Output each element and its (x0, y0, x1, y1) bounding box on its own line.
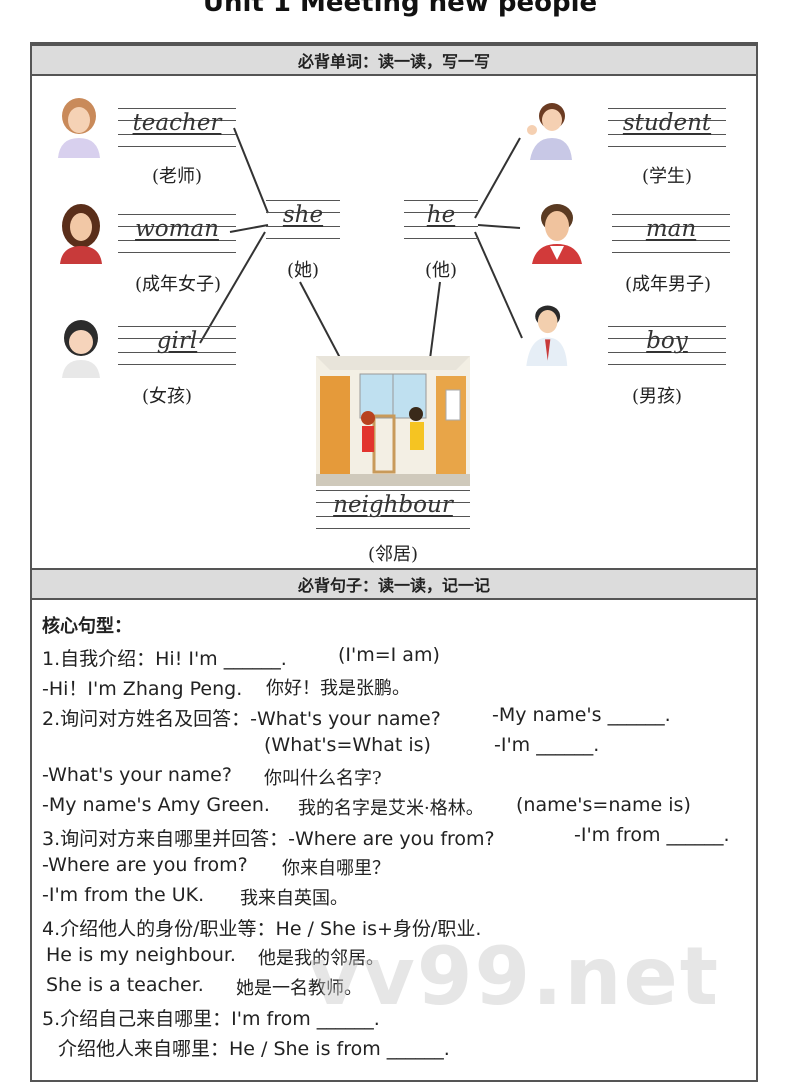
vocab-woman: woman (118, 214, 236, 253)
page-title: Unit 1 Meeting new people (202, 0, 598, 18)
vocab-word: he (426, 202, 456, 228)
sentence-line: 2.询问对方姓名及回答：-What's your name? (42, 708, 441, 730)
sentence-line: He is my neighbour. (46, 944, 236, 966)
woman-picture (60, 204, 102, 264)
vocab-she: she (266, 200, 340, 239)
vocab-word: she (282, 202, 324, 228)
vocab-translation: (邻居) (367, 544, 419, 565)
vocab-teacher: teacher (118, 108, 236, 147)
sentence-line: -My name's ______. (492, 704, 671, 726)
student-picture (527, 103, 572, 160)
core-patterns-heading: 核心句型： (42, 616, 132, 637)
vocab-he: he (404, 200, 478, 239)
vocab-translation: (她) (286, 260, 320, 281)
sentence-line: 介绍他人来自哪里：He / She is from ______. (58, 1038, 450, 1060)
sentence-line: -I'm from the UK. (42, 884, 205, 906)
vocab-man: man (612, 214, 730, 253)
teacher-picture (58, 98, 100, 158)
man-picture (532, 204, 582, 264)
vocab-section-header: 必背单词：读一读，写一写 (32, 44, 756, 76)
vocab-boy: boy (608, 326, 726, 365)
sentence-translation: 你叫什么名字? (264, 768, 382, 789)
sentence-translation: 你好！我是张鹏。 (266, 678, 410, 699)
boy-picture (526, 305, 568, 366)
sentence-line: -I'm ______. (494, 734, 600, 756)
vocab-neighbour: neighbour (316, 490, 470, 529)
vocab-girl: girl (118, 326, 236, 365)
sentence-note: (What's=What is) (264, 734, 431, 756)
vocab-word: neighbour (333, 492, 453, 518)
sentence-note: (I'm=I am) (338, 644, 440, 666)
vocab-translation: (成年男子) (624, 274, 712, 295)
vocab-translation: (他) (424, 260, 458, 281)
sentence-note: (name's=name is) (516, 794, 691, 816)
girl-picture (62, 320, 100, 378)
vocab-word: boy (646, 328, 688, 354)
sentence-line: 5.介绍自己来自哪里：I'm from ______. (42, 1008, 380, 1030)
sentence-line: 1.自我介绍：Hi! I'm ______. (42, 648, 287, 670)
sentence-translation: 她是一名教师。 (236, 978, 362, 999)
vocab-translation: (学生) (641, 166, 693, 187)
sentence-translation: 他是我的邻居。 (258, 948, 384, 969)
neighbour-scene-picture (316, 356, 470, 486)
sentence-line: -My name's Amy Green. (42, 794, 270, 816)
sentence-line: -Where are you from? (42, 854, 248, 876)
sentence-translation: 我来自英国。 (240, 888, 348, 909)
sentence-line: -Hi！I'm Zhang Peng. (42, 678, 243, 700)
vocab-word: man (645, 216, 697, 242)
sentence-line: 4.介绍他人的身份/职业等：He / She is+身份/职业. (42, 918, 482, 940)
vocab-translation: (成年女子) (134, 274, 222, 295)
vocab-student: student (608, 108, 726, 147)
sentence-line: She is a teacher. (46, 974, 204, 996)
vocab-word: student (622, 110, 712, 136)
sentence-translation: 我的名字是艾米·格林。 (298, 798, 484, 819)
vocab-translation: (老师) (151, 166, 203, 187)
sentence-translation: 你来自哪里？ (282, 858, 390, 879)
sentence-line: 3.询问对方来自哪里并回答：-Where are you from? (42, 828, 495, 850)
vocab-word: teacher (132, 110, 222, 136)
vocab-word: woman (135, 216, 219, 242)
watermark: vv99.net (308, 930, 720, 1023)
sentence-section-header: 必背句子：读一读，记一记 (32, 568, 756, 600)
vocab-translation: (女孩) (141, 386, 193, 407)
vocab-word: girl (156, 328, 198, 354)
sentence-line: -What's your name? (42, 764, 232, 786)
sentence-line: -I'm from ______. (574, 824, 730, 846)
vocab-translation: (男孩) (631, 386, 683, 407)
